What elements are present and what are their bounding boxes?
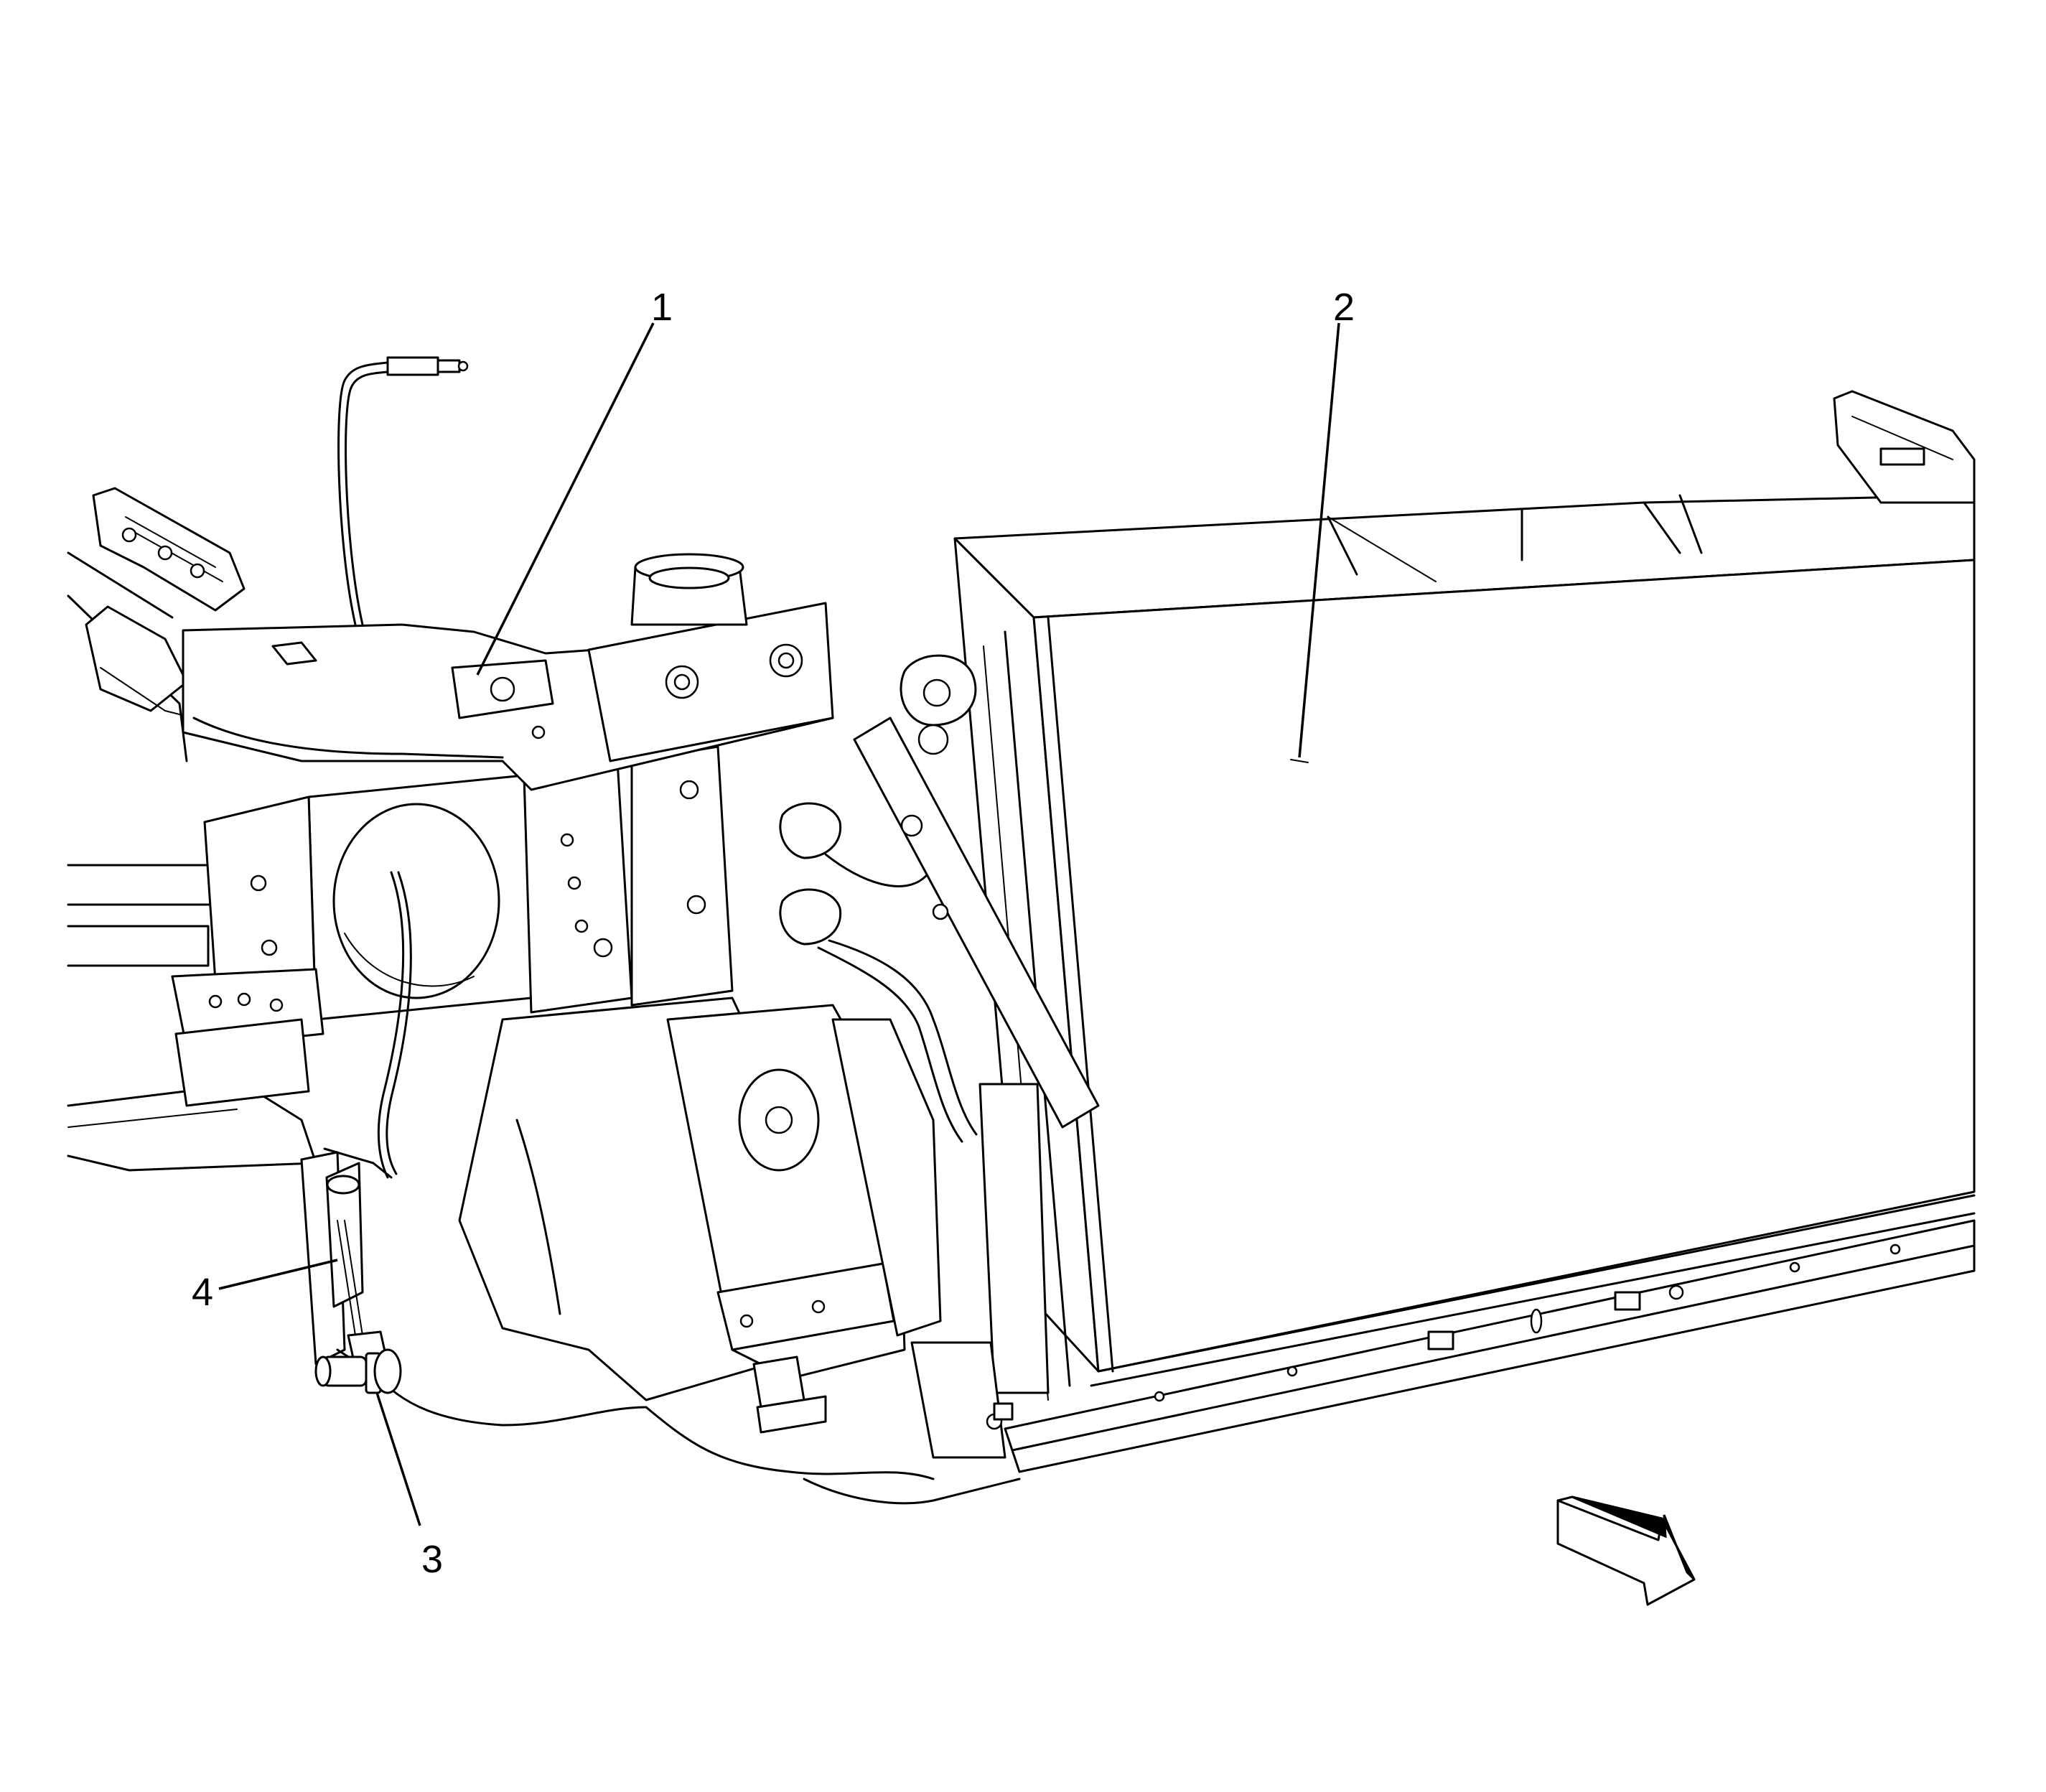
callout-3-leader [375, 1392, 421, 1526]
callout-2-leader [1298, 322, 1340, 758]
upper-right-frame-horn [1833, 390, 1976, 504]
upper-tie-bar-bracket [182, 602, 834, 791]
callout-1-leader [476, 322, 655, 676]
cooler-lines [779, 654, 978, 1143]
left-inner-panel [171, 795, 324, 1107]
lower-splash-shield [458, 997, 942, 1434]
fan-shroud-left [307, 745, 734, 1021]
callout-leaders [218, 322, 1340, 1526]
callout-3-label: 3 [421, 1538, 443, 1581]
bolt [314, 1348, 402, 1394]
reservoir-cap [630, 553, 748, 626]
callout-2-label: 2 [1333, 286, 1355, 329]
hood-release-cable-upper [337, 356, 469, 626]
callout-4-leader [218, 1259, 338, 1290]
front-of-vehicle-arrow-icon [1556, 1495, 1696, 1606]
upper-left-bracket-rail [85, 487, 246, 719]
callout-1-label: 1 [651, 286, 673, 329]
callout-4-label: 4 [192, 1271, 213, 1314]
lower-radiator-support [1004, 1219, 1976, 1473]
